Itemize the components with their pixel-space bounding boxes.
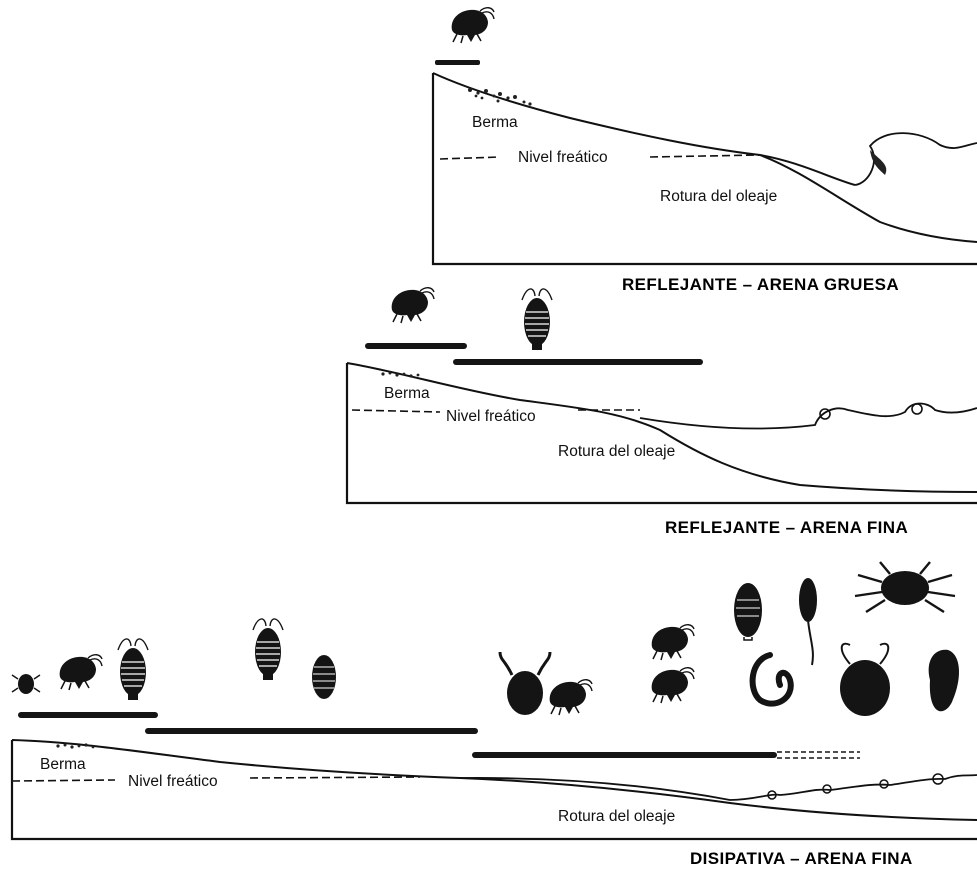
long-isopod-icon [734, 583, 762, 640]
large-mole-crab-icon [840, 644, 890, 716]
panel-3-title: DISIPATIVA – ARENA FINA [690, 850, 913, 867]
worm-icon [753, 655, 791, 704]
panel-2-nivel-label: Nivel freático [446, 409, 536, 425]
mole-crab-icon [500, 652, 550, 715]
clam-icon [929, 650, 959, 712]
panel-3-nivel-label: Nivel freático [128, 774, 218, 790]
panel-3-rotura-label: Rotura del oleaje [558, 809, 675, 825]
panel-2-profile [347, 288, 977, 503]
cumacean-icon [799, 578, 817, 665]
panel-1-profile [433, 8, 977, 264]
panel-2-title: REFLEJANTE – ARENA FINA [665, 519, 908, 536]
panel-1-title: REFLEJANTE – ARENA GRUESA [622, 276, 899, 293]
panel-2-berma-label: Berma [384, 386, 430, 402]
crab-icon [855, 562, 955, 612]
panel-3-berma-label: Berma [40, 757, 86, 773]
panel-2-rotura-label: Rotura del oleaje [558, 444, 675, 460]
panel-1-rotura-label: Rotura del oleaje [660, 189, 777, 205]
panel-1-nivel-label: Nivel freático [518, 150, 608, 166]
panel-1-berma-label: Berma [472, 115, 518, 131]
panel-3-profile [12, 562, 977, 839]
